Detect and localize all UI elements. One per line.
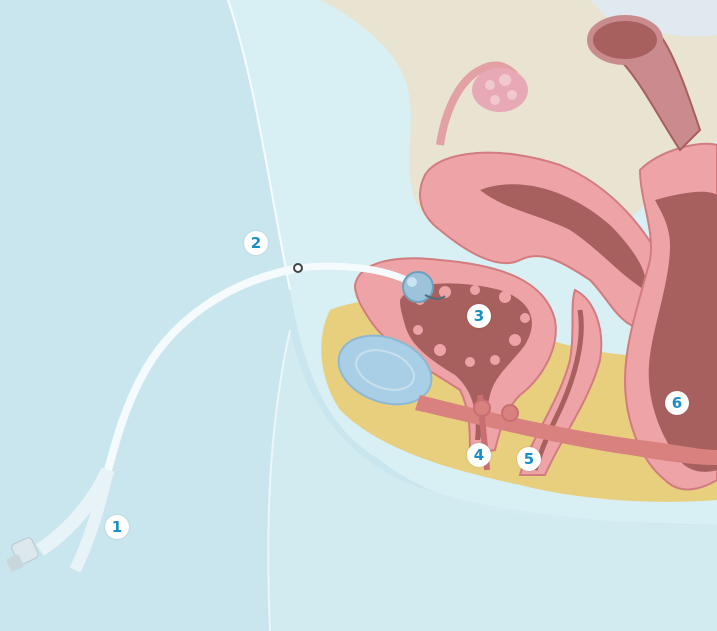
marker-5: 5 xyxy=(517,447,541,471)
marker-2: 2 xyxy=(244,231,268,255)
marker-1: 1 xyxy=(105,515,129,539)
ovary xyxy=(472,68,528,112)
marker-4: 4 xyxy=(467,443,491,467)
marker-6: 6 xyxy=(665,391,689,415)
marker-3: 3 xyxy=(467,304,491,328)
